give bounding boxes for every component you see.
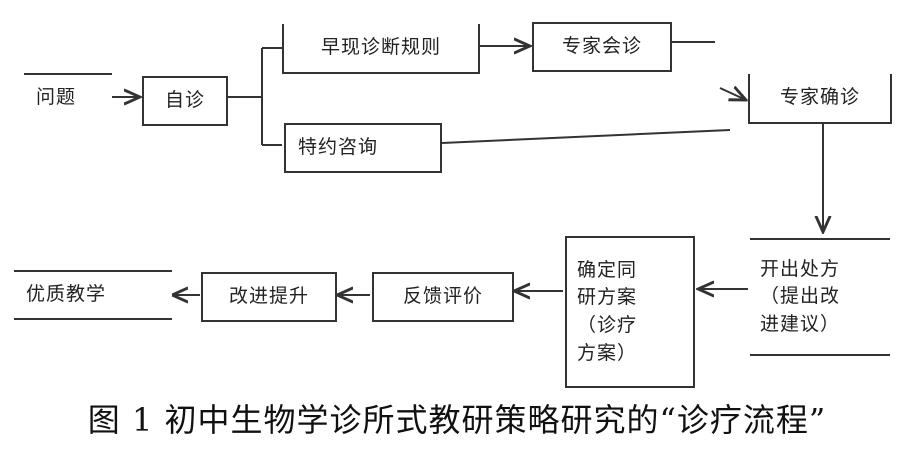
node-expert-notify-label: 专家会诊 <box>561 35 642 58</box>
node-special-label: 特约咨询 <box>298 136 379 159</box>
node-prescription: 开出处方 （提出改 进建议） <box>750 238 890 356</box>
node-case: 问题 <box>24 73 112 121</box>
node-diagnose: 自诊 <box>142 76 228 126</box>
node-treatment-line2: 研方案 <box>577 286 638 309</box>
node-feedback-label: 反馈评价 <box>402 285 483 308</box>
node-prescription-line1: 开出处方 <box>760 257 841 280</box>
node-feedback: 反馈评价 <box>372 272 514 322</box>
node-treatment-line4: 方案） <box>577 341 638 364</box>
node-teaching: 优质教学 <box>14 270 172 320</box>
node-expert-confirm: 专家确诊 <box>748 74 892 124</box>
figure-caption: 图 1 初中生物学诊所式教研策略研究的“诊疗流程” <box>87 401 827 439</box>
node-case-label: 问题 <box>36 86 77 109</box>
node-treatment: 确定同 研方案 （诊疗 方案） <box>565 236 695 388</box>
node-diagnose-label: 自诊 <box>164 89 205 112</box>
node-special: 特约咨询 <box>284 123 442 173</box>
node-routine: 早现诊断规则 <box>282 24 480 74</box>
node-improve-label: 改进提升 <box>228 285 309 308</box>
node-expert-notify: 专家会诊 <box>532 22 672 72</box>
node-routine-label: 早现诊断规则 <box>320 36 441 59</box>
arrow-notify-to-confirm <box>719 88 746 100</box>
node-expert-confirm-label: 专家确诊 <box>779 86 860 109</box>
line-special-to-confirm <box>441 129 731 144</box>
node-prescription-line3: 进建议） <box>760 312 841 335</box>
node-prescription-line2: （提出改 <box>760 285 841 308</box>
node-treatment-line1: 确定同 <box>577 258 638 281</box>
node-treatment-line3: （诊疗 <box>577 314 638 336</box>
node-improve: 改进提升 <box>201 272 337 322</box>
node-teaching-label: 优质教学 <box>26 283 107 306</box>
